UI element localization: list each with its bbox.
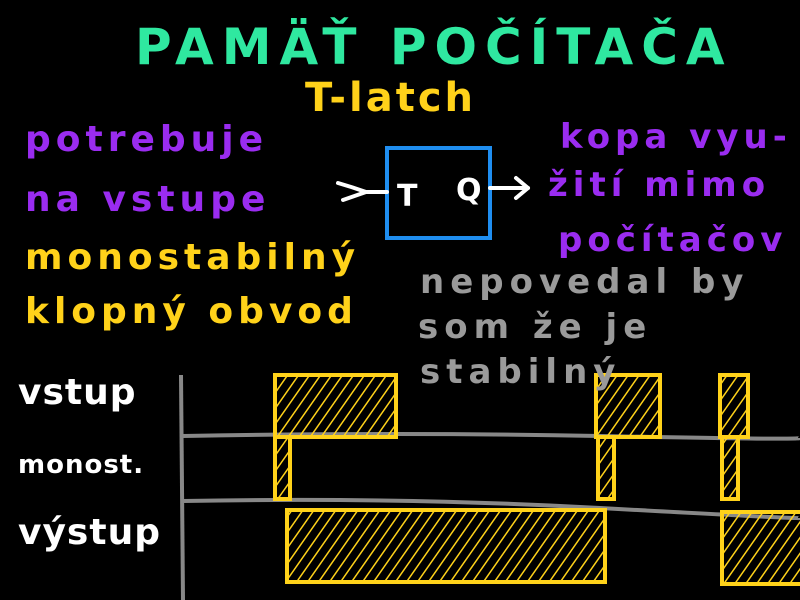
right-note-line-3: počítačov <box>558 220 788 260</box>
left-note-line-2: na vstupe <box>25 179 271 220</box>
left-note-line-4: klopný obvod <box>25 291 358 332</box>
latch-output-label: Q <box>456 173 482 208</box>
gray-note-line-1: nepovedal by <box>420 262 750 302</box>
signal-monost <box>273 435 740 501</box>
page-title: PAMÄŤ POČÍTAČA <box>135 18 733 76</box>
left-note-line-3: monostabilný <box>25 237 361 278</box>
t-latch-box: T Q <box>336 146 530 240</box>
signal-vstup <box>273 373 750 439</box>
signal-label-vystup: výstup <box>18 512 161 553</box>
gray-note-line-3: stabilný <box>420 352 622 392</box>
page-subtitle: T-latch <box>305 75 477 121</box>
right-note-line-2: žití mimo <box>548 165 771 205</box>
right-note-line-1: kopa vyu- <box>560 117 792 157</box>
signal-label-vstup: vstup <box>18 372 137 413</box>
left-note-line-1: potrebuje <box>25 119 269 160</box>
signal-label-monost: monost. <box>18 450 145 480</box>
gray-note-line-2: som že je <box>418 307 653 347</box>
signal-vystup <box>285 508 800 586</box>
latch-input-label: T <box>397 179 418 214</box>
